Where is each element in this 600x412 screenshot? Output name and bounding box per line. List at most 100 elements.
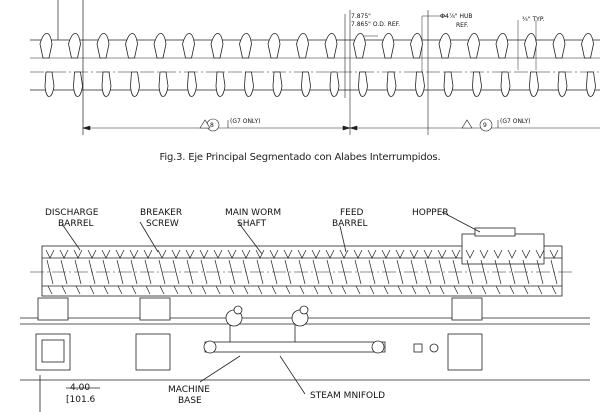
figure-caption: Fig.3. Eje Principal Segmentado con Alab… bbox=[159, 152, 441, 163]
barrel-flight bbox=[269, 249, 279, 295]
flight-upper bbox=[353, 33, 366, 59]
barrel-flight bbox=[101, 249, 111, 295]
flight-lower bbox=[557, 71, 568, 97]
barrel-flight bbox=[45, 249, 55, 295]
barrel-flight bbox=[549, 249, 559, 295]
flight-lower bbox=[358, 71, 368, 97]
barrel-flight bbox=[535, 249, 545, 295]
barrel-flight bbox=[157, 249, 167, 295]
label-steam-manifold: STEAM MNIFOLD bbox=[310, 391, 385, 401]
flight-lower bbox=[187, 71, 197, 97]
barrel-flight bbox=[465, 249, 475, 295]
dimension-4in: 4.00 bbox=[70, 383, 90, 393]
barrel-flight bbox=[437, 249, 447, 295]
barrel-flight bbox=[115, 249, 125, 295]
label-machine-line2: BASE bbox=[178, 396, 202, 406]
flight-upper bbox=[267, 33, 281, 59]
flight-lower bbox=[472, 71, 482, 97]
barrel-flight bbox=[381, 249, 391, 295]
flight-lower bbox=[73, 71, 83, 97]
flight-lower bbox=[529, 71, 539, 97]
barrel-flight bbox=[227, 249, 237, 295]
barrel-flight bbox=[479, 249, 489, 295]
barrel-flight bbox=[353, 249, 363, 295]
barrel-flight bbox=[423, 249, 433, 295]
flight-upper bbox=[68, 33, 81, 59]
segmented-shaft-drawing: 7.875" 7.865" O.D. REF. Ф4⅞" HUB REF. ¾"… bbox=[30, 0, 600, 135]
barrel-flight bbox=[339, 249, 349, 295]
flight-upper bbox=[438, 33, 452, 59]
dimension-101mm: [101.6 bbox=[66, 395, 96, 405]
label-mainworm-line2: SHAFT bbox=[237, 219, 267, 229]
barrel-flight bbox=[213, 249, 223, 295]
hub-dimension-line1: Ф4⅞" HUB bbox=[440, 13, 472, 20]
flight-lower bbox=[215, 71, 226, 97]
barrel-flight bbox=[311, 249, 321, 295]
barrel-flight bbox=[87, 249, 97, 295]
barrel-flight bbox=[507, 249, 517, 295]
barrel-flight bbox=[521, 249, 531, 295]
flight-lower bbox=[500, 71, 511, 97]
barrel-flight bbox=[255, 249, 265, 295]
screw-flights bbox=[39, 33, 596, 97]
extruder-assembly-drawing: DISCHARGE BARREL BREAKER SCREW MAIN WORM… bbox=[20, 208, 590, 412]
flight-lower bbox=[586, 71, 596, 97]
label-breaker-line1: BREAKER bbox=[140, 208, 182, 218]
flight-upper bbox=[467, 33, 480, 59]
barrel-flight bbox=[409, 249, 419, 295]
label-breaker-line2: SCREW bbox=[146, 219, 179, 229]
flight-upper bbox=[524, 33, 537, 59]
barrel-flight bbox=[143, 249, 153, 295]
flight-upper bbox=[381, 33, 395, 59]
flight-upper bbox=[153, 33, 167, 59]
typ-dimension: ¾" TYP. bbox=[522, 16, 544, 23]
barrel-flight bbox=[297, 249, 307, 295]
hub-dimension-line2: REF. bbox=[456, 22, 468, 29]
flight-lower bbox=[101, 71, 112, 97]
barrel-flight bbox=[451, 249, 461, 295]
barrel-flight bbox=[171, 249, 181, 295]
barrel-flight bbox=[367, 249, 377, 295]
label-feed-line2: BARREL bbox=[332, 219, 368, 229]
flight-upper bbox=[239, 33, 252, 59]
label-feed-line1: FEED bbox=[340, 208, 364, 218]
barrel-flight bbox=[129, 249, 139, 295]
flight-lower bbox=[158, 71, 169, 97]
barrel-flight bbox=[199, 249, 209, 295]
barrel-flight bbox=[59, 249, 69, 295]
flight-upper bbox=[39, 33, 53, 59]
flight-lower bbox=[244, 71, 254, 97]
barrel-flight bbox=[395, 249, 405, 295]
barrel-flight bbox=[283, 249, 293, 295]
flight-upper bbox=[552, 33, 566, 59]
flight-upper bbox=[125, 33, 138, 59]
flight-upper bbox=[96, 33, 110, 59]
section-a-number: 8 bbox=[210, 122, 214, 129]
flight-upper bbox=[210, 33, 224, 59]
barrel-flight bbox=[493, 249, 503, 295]
flight-upper bbox=[296, 33, 309, 59]
flight-lower bbox=[329, 71, 340, 97]
label-discharge-line1: DISCHARGE bbox=[45, 208, 99, 218]
section-a-note: (G7 ONLY) bbox=[230, 118, 260, 125]
flight-upper bbox=[182, 33, 195, 59]
flight-upper bbox=[324, 33, 338, 59]
barrel-flight bbox=[325, 249, 335, 295]
barrel-flight bbox=[73, 249, 83, 295]
flight-lower bbox=[301, 71, 311, 97]
flight-upper bbox=[410, 33, 423, 59]
flight-lower bbox=[130, 71, 140, 97]
flight-lower bbox=[386, 71, 397, 97]
label-mainworm-line1: MAIN WORM bbox=[225, 208, 281, 218]
od-dimension-line2: 7.865" O.D. REF. bbox=[351, 21, 400, 28]
flight-lower bbox=[272, 71, 283, 97]
barrel-screw-flights bbox=[45, 249, 559, 295]
label-machine-line1: MACHINE bbox=[168, 385, 210, 395]
section-b-number: 9 bbox=[483, 122, 487, 129]
label-hopper: HOPPER bbox=[412, 208, 449, 218]
od-dimension-line1: 7.875" bbox=[351, 13, 371, 20]
barrel-flight bbox=[241, 249, 251, 295]
barrel-flight bbox=[185, 249, 195, 295]
flight-lower bbox=[415, 71, 425, 97]
